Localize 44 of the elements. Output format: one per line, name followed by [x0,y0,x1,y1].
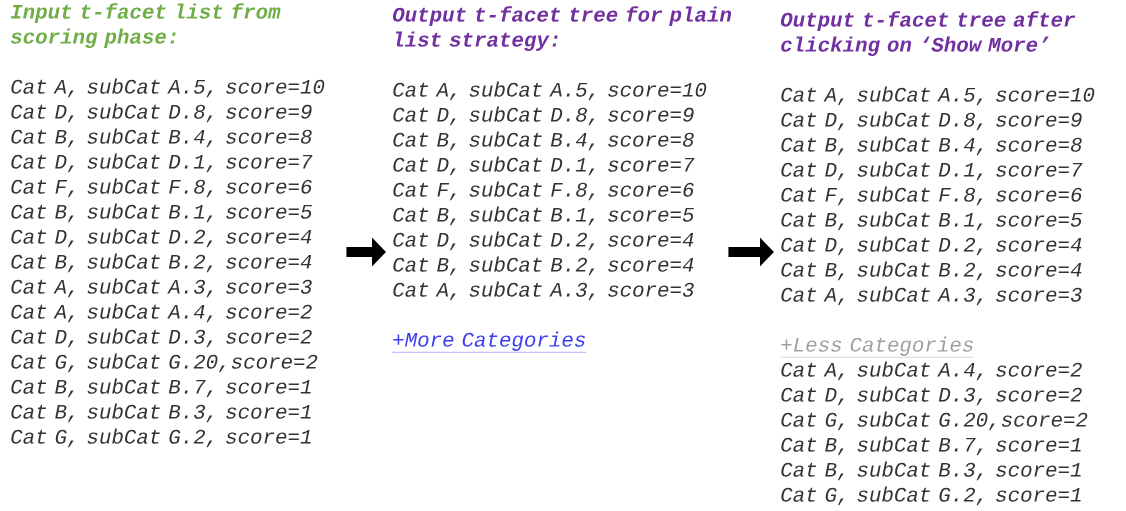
list-item: Cat B, subCat B.3, score=1 [781,461,1081,481]
list-item: Cat B, subCat B.1, score=5 [11,203,312,223]
list-item: Cat D, subCat D.3, score=2 [11,328,312,348]
list-item: Cat D, subCat D.2, score=4 [393,231,694,251]
list-item: Cat B, subCat B.4, score=8 [781,136,1082,156]
list-item: Cat F, subCat F.8, score=6 [393,181,694,201]
list-item: Cat A, subCat A.5, score=10 [781,86,1095,106]
list-item: Cat F, subCat F.8, score=6 [781,186,1082,206]
list-item: Cat D, subCat D.2, score=4 [11,228,312,248]
list-item: Cat B, subCat B.7, score=1 [11,378,311,398]
link: +More Categories [392,331,587,353]
list-item: Cat B, subCat B.4, score=8 [393,131,694,151]
list-item: Cat F, subCat F.8, score=6 [11,178,312,198]
list-item: Cat B, subCat B.2, score=4 [781,261,1082,281]
heading: Output t-facet tree for plain list strategy: [392,6,732,51]
list-item: Cat D, subCat D.8, score=9 [11,103,312,123]
list-item: Cat B, subCat B.4, score=8 [11,128,312,148]
list-item: Cat A, subCat A.4, score=2 [781,361,1082,381]
list-item: Cat A, subCat A.5, score=10 [11,78,325,98]
link: +Less Categories [780,336,975,358]
list-item: Cat B, subCat B.7, score=1 [781,436,1081,456]
list-item: Cat A, subCat A.3, score=3 [393,281,694,301]
list-item: Cat A, subCat A.4, score=2 [11,303,312,323]
list-item: Cat D, subCat D.1, score=7 [781,161,1083,181]
list-item: Cat G, subCat G.20,score=2 [11,353,318,373]
list-item: Cat D, subCat D.3, score=2 [781,386,1082,406]
list-item: Cat B, subCat B.1, score=5 [393,206,694,226]
heading: Output t-facet tree after clicking on ‘Show More’ [780,11,1076,56]
list-item: Cat D, subCat D.8, score=9 [393,106,694,126]
list-item: Cat G, subCat G.2, score=1 [781,486,1081,506]
list-item: Cat A, subCat A.3, score=3 [11,278,312,298]
list-item: Cat D, subCat D.2, score=4 [781,236,1082,256]
heading: Input t-facet list from scoring phase: [10,3,281,48]
list-item: Cat D, subCat D.1, score=7 [11,153,313,173]
list-item: Cat G, subCat G.2, score=1 [11,428,311,448]
list-item: Cat B, subCat B.2, score=4 [393,256,694,276]
list-item: Cat D, subCat D.8, score=9 [781,111,1082,131]
list-item: Cat A, subCat A.5, score=10 [393,81,707,101]
list-item: Cat G, subCat G.20,score=2 [781,411,1088,431]
list-item: Cat B, subCat B.1, score=5 [781,211,1082,231]
list-item: Cat B, subCat B.2, score=4 [11,253,312,273]
list-item: Cat D, subCat D.1, score=7 [393,156,695,176]
list-item: Cat A, subCat A.3, score=3 [781,286,1082,306]
list-item: Cat B, subCat B.3, score=1 [11,403,311,423]
